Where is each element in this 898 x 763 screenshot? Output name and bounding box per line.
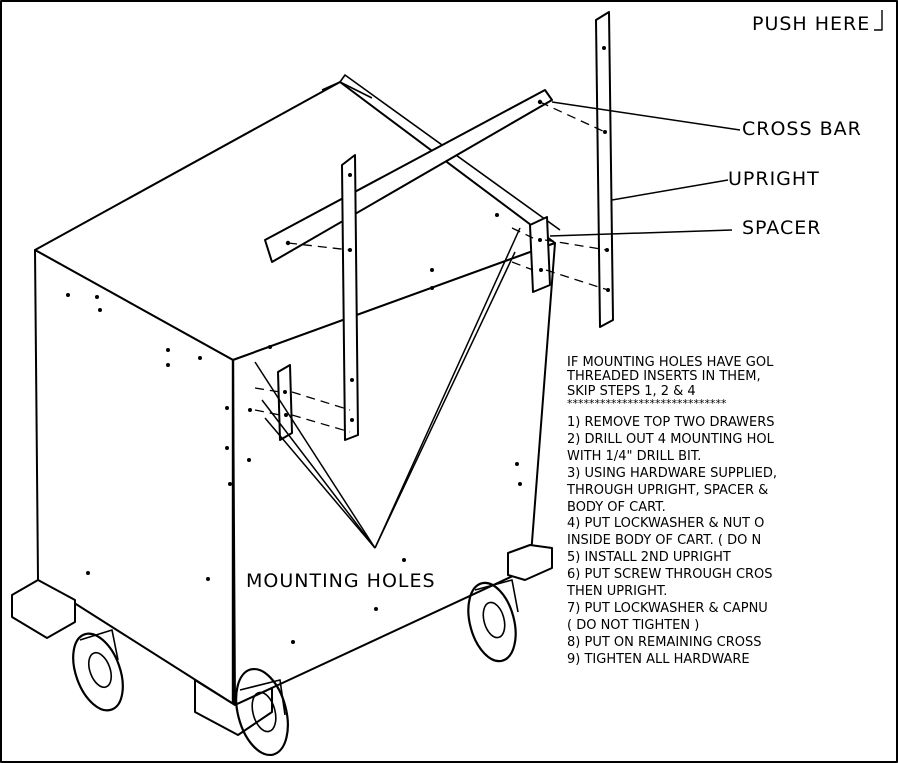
note-separator: ***************************** xyxy=(567,396,727,410)
step-line: 1) REMOVE TOP TWO DRAWERS xyxy=(567,415,775,430)
step-line: ( DO NOT TIGHTEN ) xyxy=(567,617,700,633)
step-line: 4) PUT LOCKWASHER & NUT O xyxy=(567,516,765,532)
step-line: 7) PUT LOCKWASHER & CAPNU xyxy=(567,600,768,616)
instructions-steps: 1) REMOVE TOP TWO DRAWERS 2) DRILL OUT 4… xyxy=(567,415,898,669)
cart-holes xyxy=(66,213,522,644)
step-line: 5) INSTALL 2ND UPRIGHT xyxy=(567,550,731,566)
instructions-note: IF MOUNTING HOLES HAVE GOL THREADED INSE… xyxy=(567,355,898,410)
label-spacer: SPACER xyxy=(742,217,822,239)
note-line-1: IF MOUNTING HOLES HAVE GOL xyxy=(567,355,774,370)
step-line: 2) DRILL OUT 4 MOUNTING HOL xyxy=(567,431,774,447)
step-line: THROUGH UPRIGHT, SPACER & xyxy=(567,482,769,498)
label-push-here: PUSH HERE xyxy=(752,13,871,35)
bumper-front xyxy=(194,679,273,736)
note-line-2: THREADED INSERTS IN THEM, xyxy=(567,369,761,385)
caster-front xyxy=(235,667,289,757)
step-line: BODY OF CART. xyxy=(567,499,666,515)
note-line-3: SKIP STEPS 1, 2 & 4 xyxy=(567,383,696,399)
caster-right xyxy=(467,579,519,663)
step-line: 6) PUT SCREW THROUGH CROS xyxy=(567,567,773,583)
spacer-front xyxy=(277,364,293,441)
upright-front xyxy=(341,154,359,441)
step-line: 8) PUT ON REMAINING CROSS xyxy=(567,634,762,650)
step-line: 3) USING HARDWARE SUPPLIED, xyxy=(567,465,778,481)
upright-right xyxy=(595,11,614,328)
cross-bar-front xyxy=(264,89,553,263)
caster-left xyxy=(72,629,124,712)
cart-top-rail xyxy=(321,74,561,231)
push-here-bracket xyxy=(874,10,883,31)
step-line: INSIDE BODY OF CART. ( DO N xyxy=(567,533,762,549)
label-cross-bar: CROSS BAR xyxy=(742,118,862,140)
step-line: THEN UPRIGHT. xyxy=(567,584,668,600)
spacer-right xyxy=(529,216,551,293)
label-mounting-holes: MOUNTING HOLES xyxy=(246,570,436,592)
bumper-right xyxy=(507,544,553,581)
label-upright: UPRIGHT xyxy=(728,168,820,190)
step-line: WITH 1/4" DRILL BIT. xyxy=(567,448,702,464)
bumper-left xyxy=(11,579,76,639)
step-line: 9) TIGHTEN ALL HARDWARE xyxy=(567,651,750,667)
alignment-lines xyxy=(254,101,609,433)
leader-lines xyxy=(254,101,741,549)
